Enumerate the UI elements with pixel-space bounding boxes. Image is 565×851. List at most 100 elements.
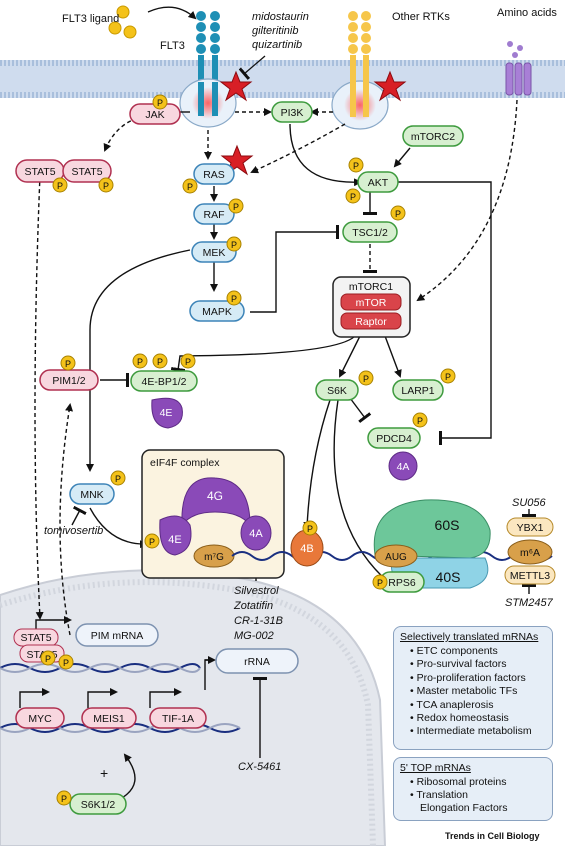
svg-text:P: P: [185, 357, 191, 367]
phospho-mek: P: [226, 236, 242, 252]
selective-box-item: • Redox homeostasis: [410, 712, 509, 725]
s6k12-node: S6K1/2: [69, 793, 127, 815]
stat5-nuclear-dimer: STAT5 STAT5: [13, 628, 65, 663]
ribosome: 60S 40S AUG: [373, 499, 491, 589]
phospho-stat5a: P: [52, 177, 68, 193]
tsc-label: TSC1/2: [352, 227, 388, 239]
amino-acids-label: Amino acids: [497, 7, 557, 19]
eif4e-label: 4E: [168, 534, 181, 546]
plus-sign: +: [100, 765, 108, 781]
cell-membrane: [0, 60, 565, 98]
phospho-s6k: P: [358, 370, 374, 386]
top-box-item: • Translation: [410, 789, 468, 801]
flt3-label: FLT3: [160, 40, 185, 52]
phospho-pim: P: [60, 355, 76, 371]
svg-text:P: P: [233, 202, 239, 212]
m6a-label: m⁶A: [520, 547, 540, 559]
svg-text:P: P: [63, 658, 69, 668]
top-item-text: Translation: [416, 789, 468, 801]
larp1-label: LARP1: [401, 385, 434, 397]
svg-text:P: P: [377, 578, 383, 588]
eif4g-label: 4G: [207, 489, 223, 503]
mtor-label: mTOR: [356, 297, 387, 309]
svg-text:P: P: [137, 357, 143, 367]
eif4e-bound-icon: 4E: [151, 397, 183, 429]
flt3-inhibition-bar: [238, 55, 266, 80]
mtorc1-label: mTORC1: [349, 281, 393, 293]
meis1-gene-node: MEIS1: [81, 707, 137, 729]
pi3k-node: PI3K: [271, 101, 313, 123]
akt-node: AKT: [357, 171, 399, 193]
svg-text:P: P: [395, 209, 401, 219]
svg-text:P: P: [187, 182, 193, 192]
mg002-label: MG-002: [234, 630, 274, 642]
flt3-ligand-label: FLT3 ligand: [62, 13, 119, 25]
su056-label: SU056: [512, 497, 547, 509]
phospho-akt-a: P: [348, 157, 364, 173]
mettl3-node: METTL3: [504, 565, 556, 585]
60s-label: 60S: [435, 517, 460, 533]
svg-text:P: P: [61, 794, 67, 804]
selective-box-item: • ETC components: [410, 645, 498, 657]
m6a-mark: m⁶A: [507, 539, 553, 565]
phospho-tsc: P: [390, 205, 406, 221]
rrna-node: rRNA: [215, 648, 299, 674]
top-box-title: 5' TOP mRNAs: [400, 762, 471, 774]
phospho-s6k12: P: [56, 790, 72, 806]
tsc-node: TSC1/2: [342, 221, 398, 243]
top-item-text: Elongation Factors: [420, 802, 508, 814]
eif4f-complex: eIF4F complex 4G 4E 4A m⁷G: [141, 449, 285, 579]
mettl3-label: METTL3: [510, 570, 550, 582]
svg-text:P: P: [353, 161, 359, 171]
eif4b-node: 4B: [290, 529, 324, 567]
mapk-label: MAPK: [202, 306, 232, 318]
selective-box-item: • Pro-survival factors: [410, 658, 507, 671]
jak-label: JAK: [145, 109, 164, 121]
journal-footer: Trends in Cell Biology: [445, 831, 540, 841]
s6k-label: S6K: [327, 385, 347, 397]
rps6-node: RPS6: [379, 571, 425, 593]
svg-text:P: P: [350, 192, 356, 202]
mapk-node: MAPK: [189, 300, 245, 322]
m7g-cap-label: m⁷G: [204, 552, 224, 563]
phospho-ras: P: [182, 178, 198, 194]
quizartinib-label: quizartinib: [252, 39, 302, 51]
mtorc2-node: mTORC2: [402, 125, 464, 147]
myc-label: MYC: [28, 713, 52, 725]
stat5-label-left: STAT5: [24, 166, 55, 178]
selective-item-text: Redox homeostasis: [416, 712, 509, 725]
s6k-node: S6K: [315, 379, 359, 401]
svg-text:P: P: [417, 416, 423, 426]
midostaurin-label: midostaurin: [252, 11, 309, 23]
phospho-eif4e: P: [144, 533, 160, 549]
flt3-receptor-icon: [179, 11, 237, 128]
eif4a-label: 4A: [249, 528, 263, 540]
zotatifin-label: Zotatifin: [233, 600, 273, 612]
4ebp-label: 4E-BP1/2: [142, 376, 187, 388]
eif4b-label: 4B: [300, 543, 313, 555]
raptor-label: Raptor: [355, 316, 387, 328]
mtorc1-complex: mTORC1 mTOR Raptor: [332, 276, 411, 338]
silvestrol-label: Silvestrol: [234, 585, 279, 597]
svg-text:P: P: [149, 537, 155, 547]
eif4a-bound-icon: 4A: [388, 451, 418, 481]
4ebp-node: 4E-BP1/2: [130, 370, 198, 392]
svg-text:P: P: [103, 181, 109, 191]
phospho-pdcd4: P: [412, 412, 428, 428]
stm2457-label: STM2457: [505, 597, 554, 609]
pdcd4-label: PDCD4: [376, 433, 412, 445]
raf-node: RAF: [193, 203, 235, 225]
top-box-item: • Ribosomal proteins: [410, 776, 507, 788]
meis1-label: MEIS1: [93, 713, 125, 725]
pim12-node: PIM1/2: [39, 369, 99, 391]
pim12-label: PIM1/2: [52, 375, 85, 387]
svg-text:P: P: [231, 294, 237, 304]
rrna-label: rRNA: [244, 656, 270, 668]
ligand-binding-arrow: [147, 6, 197, 20]
selective-box-title: Selectively translated mRNAs: [400, 631, 539, 643]
raf-label: RAF: [204, 209, 225, 221]
pim-mrna-node: PIM mRNA: [75, 623, 159, 647]
selective-mrna-box: Selectively translated mRNAs • ETC compo…: [393, 626, 553, 750]
selective-box-item: • Master metabolic TFs: [410, 685, 518, 698]
